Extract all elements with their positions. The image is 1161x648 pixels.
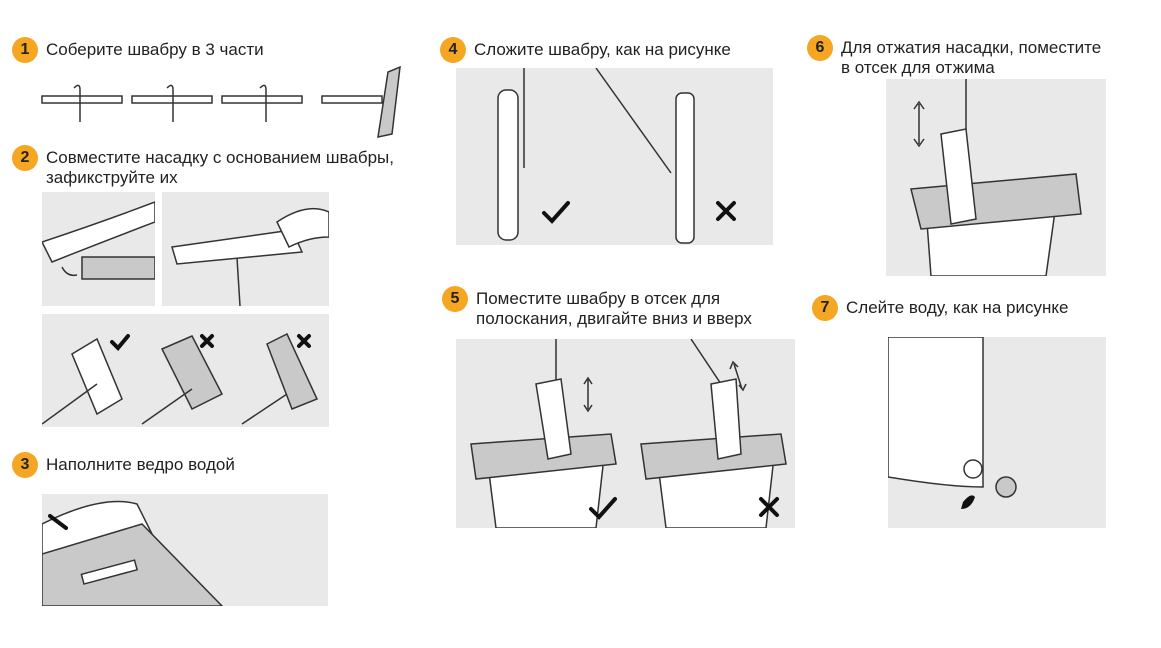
cross-icon: [716, 201, 736, 221]
mop-head: [377, 65, 401, 138]
step-text: Наполните ведро водой: [46, 455, 235, 474]
step-text: Совместите насадку с основанием швабры,: [46, 148, 394, 167]
up-down-arrow-icon: [583, 376, 593, 413]
mop-handle-sections: [41, 95, 383, 104]
step-text: Соберите швабру в 3 части: [46, 40, 264, 59]
step-1: 1 Соберите швабру в 3 части: [12, 37, 264, 63]
step-text: Слейте воду, как на рисунке: [846, 298, 1069, 317]
step-badge: 6: [807, 35, 833, 61]
step-badge: 2: [12, 145, 38, 171]
step-text: Для отжатия насадки, поместите: [841, 38, 1102, 57]
check-icon: [110, 334, 130, 351]
step-2: 2 Совместите насадку с основанием швабры…: [12, 145, 394, 188]
step-7: 7 Слейте воду, как на рисунке: [812, 295, 1069, 321]
step-3: 3 Наполните ведро водой: [12, 452, 235, 478]
panel-step-4: [456, 68, 773, 245]
panel-step-2b: [162, 192, 329, 306]
panel-step-6: [886, 79, 1106, 276]
step-text: полоскания, двигайте вниз и вверх: [476, 309, 752, 328]
step-text: Сложите швабру, как на рисунке: [474, 40, 731, 59]
cross-icon: [200, 334, 214, 348]
step-text: Поместите швабру в отсек для: [476, 289, 721, 308]
panel-step-5: [456, 339, 795, 528]
panel-step-2a: [42, 192, 155, 306]
step-badge: 4: [440, 37, 466, 63]
step-4: 4 Сложите швабру, как на рисунке: [440, 37, 731, 63]
arrow-icon: [48, 514, 68, 530]
water-drop-icon: [961, 495, 975, 509]
check-icon: [589, 497, 617, 520]
step-text: зафикструйте их: [46, 168, 178, 187]
step-badge: 3: [12, 452, 38, 478]
rotate-arrow-icon: [73, 84, 267, 122]
panel-step-3: [42, 494, 328, 606]
up-down-arrow-icon: [729, 360, 747, 392]
step-badge: 5: [442, 286, 468, 312]
drain-plug: [963, 459, 983, 479]
cross-icon: [759, 497, 779, 517]
step-badge: 7: [812, 295, 838, 321]
up-down-arrow-icon: [913, 100, 925, 148]
panel-step-2c: [42, 314, 329, 427]
step-badge: 1: [12, 37, 38, 63]
step-text: в отсек для отжима: [841, 58, 995, 77]
check-icon: [542, 201, 570, 224]
panel-step-7: [888, 337, 1106, 528]
mop-assembly-illustration: [41, 65, 401, 138]
drain-cap: [995, 476, 1017, 498]
cross-icon: [297, 334, 311, 348]
